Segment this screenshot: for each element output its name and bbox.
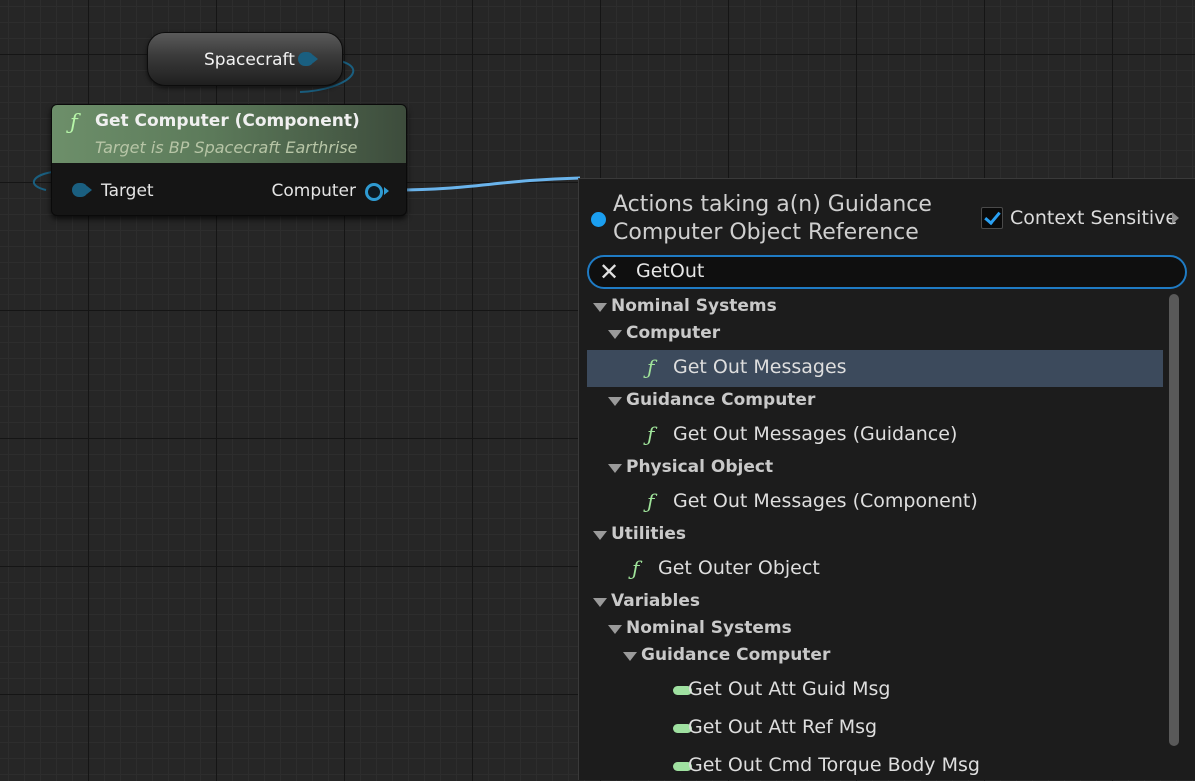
tree-category-row[interactable]: Nominal Systems: [587, 294, 1163, 321]
function-icon: ƒ: [647, 355, 655, 379]
tree-action-row[interactable]: Get Out Cmd Torque Body Msg: [587, 748, 1163, 781]
function-node-subtitle: Target is BP Spacecraft Earthrise: [95, 138, 358, 157]
tree-category-row[interactable]: Utilities: [587, 522, 1163, 549]
tree-category-label: Utilities: [611, 524, 687, 544]
tree-action-row[interactable]: Get Out Att Ref Msg: [587, 710, 1163, 747]
spacecraft-variable-node[interactable]: Spacecraft: [147, 32, 343, 86]
function-icon: ƒ: [632, 556, 640, 580]
expand-triangle-icon[interactable]: [593, 303, 607, 312]
function-node-title: Get Computer (Component): [95, 111, 360, 131]
tree-action-row[interactable]: ƒ Get Outer Object: [587, 551, 1163, 588]
tree-category-label: Guidance Computer: [626, 390, 816, 410]
variable-pill-icon: [673, 724, 692, 733]
tree-category-row[interactable]: Physical Object: [587, 455, 1163, 482]
tree-action-row[interactable]: ƒ Get Out Messages: [587, 350, 1163, 387]
variable-pill-icon: [673, 686, 692, 695]
tree-action-label: Get Out Messages (Guidance): [673, 423, 958, 445]
expand-triangle-icon[interactable]: [608, 330, 622, 339]
tree-action-label: Get Outer Object: [658, 557, 820, 579]
spacecraft-pin-arrow-icon: [313, 55, 318, 63]
variable-pill-icon: [673, 762, 692, 771]
tree-action-label: Get Out Cmd Torque Body Msg: [688, 754, 980, 776]
tree-category-label: Computer: [626, 323, 721, 343]
tree-action-label: Get Out Att Guid Msg: [688, 678, 891, 700]
tree-category-row[interactable]: Guidance Computer: [587, 388, 1163, 415]
computer-wire: [396, 176, 581, 192]
tree-action-label: Get Out Messages: [673, 356, 847, 378]
target-wire-stub: [33, 171, 53, 191]
expand-triangle-icon[interactable]: [608, 625, 622, 634]
tree-action-row[interactable]: ƒ Get Out Messages (Guidance): [587, 417, 1163, 454]
spacecraft-node-label: Spacecraft: [204, 50, 295, 70]
search-box[interactable]: ✕ GetOut: [587, 255, 1187, 289]
action-menu-title: Actions taking a(n) Guidance Computer Ob…: [613, 192, 932, 245]
tree-category-label: Variables: [611, 591, 701, 611]
tree-category-row[interactable]: Variables: [587, 589, 1163, 616]
action-list-scrollbar[interactable]: [1169, 294, 1179, 746]
tree-category-label: Nominal Systems: [611, 296, 777, 316]
tree-action-row[interactable]: Get Out Att Guid Msg: [587, 672, 1163, 709]
function-node-header: [52, 105, 406, 163]
expand-triangle-icon[interactable]: [608, 397, 622, 406]
tree-category-label: Guidance Computer: [641, 645, 831, 665]
tree-action-label: Get Out Att Ref Msg: [688, 716, 878, 738]
tree-category-label: Nominal Systems: [626, 618, 792, 638]
expand-triangle-icon[interactable]: [593, 598, 607, 607]
computer-output-pin[interactable]: [365, 183, 383, 201]
expand-triangle-icon[interactable]: [608, 464, 622, 473]
context-sensitive-label: Context Sensitive: [1010, 207, 1178, 229]
function-icon: ƒ: [647, 489, 655, 513]
context-sensitive-expand-icon[interactable]: [1172, 212, 1179, 224]
tree-action-row[interactable]: ƒ Get Out Messages (Component): [587, 484, 1163, 521]
search-input[interactable]: GetOut: [636, 260, 705, 282]
function-icon: ƒ: [647, 422, 655, 446]
function-icon: ƒ: [70, 110, 78, 134]
object-reference-dot-icon: [591, 212, 606, 227]
expand-triangle-icon[interactable]: [593, 531, 607, 540]
tree-category-row[interactable]: Computer: [587, 321, 1163, 348]
target-pin-arrow-icon: [87, 186, 92, 194]
context-sensitive-checkbox[interactable]: [981, 207, 1003, 229]
tree-category-row[interactable]: Nominal Systems: [587, 616, 1163, 643]
expand-triangle-icon[interactable]: [623, 652, 637, 661]
clear-search-icon[interactable]: ✕: [599, 258, 620, 286]
target-input-pin[interactable]: [72, 183, 88, 197]
tree-action-label: Get Out Messages (Component): [673, 490, 978, 512]
tree-category-label: Physical Object: [626, 457, 774, 477]
get-computer-function-node[interactable]: ƒ Get Computer (Component) Target is BP …: [51, 104, 407, 216]
action-menu: Actions taking a(n) Guidance Computer Ob…: [578, 178, 1195, 780]
computer-pin-arrow-icon: [384, 187, 389, 195]
target-pin-label: Target: [101, 181, 154, 201]
spacecraft-output-pin[interactable]: [298, 52, 314, 66]
computer-pin-label: Computer: [271, 181, 356, 201]
tree-category-row[interactable]: Guidance Computer: [587, 643, 1163, 670]
